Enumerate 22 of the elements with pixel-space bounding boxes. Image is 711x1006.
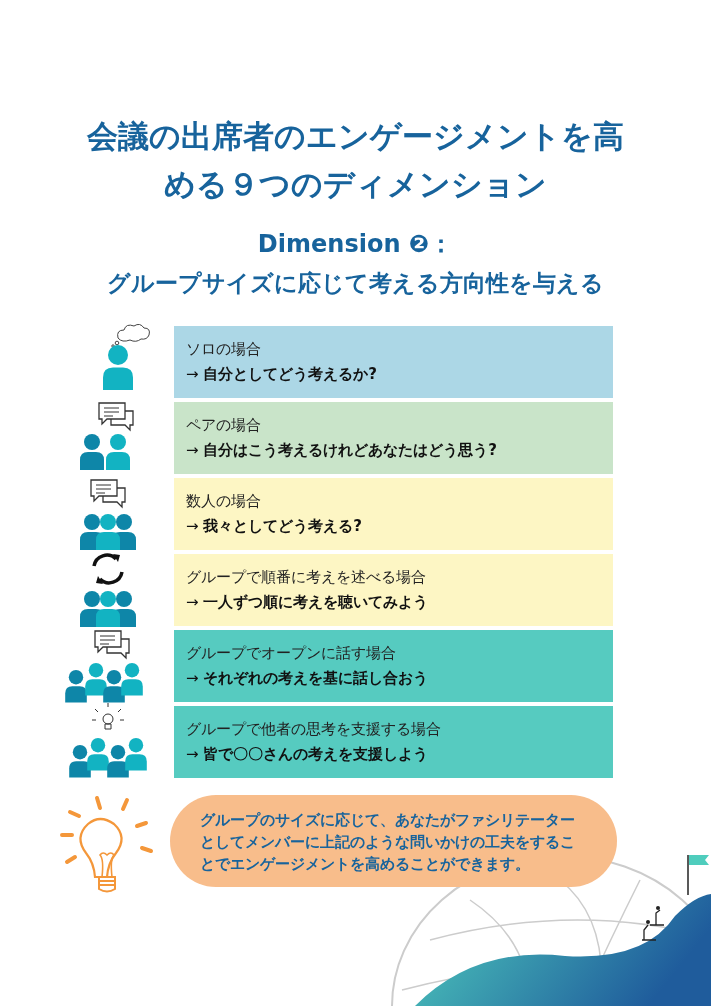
note-text: グループのサイズに応じて、あなたがファシリテーターとしてメンバーに上記のような問いかけの工夫をすることでエンゲージメントを高めることができます。 — [200, 811, 576, 874]
case-box — [174, 478, 613, 550]
title: 会議の出席者のエンゲージメントを高める９つのディメンション — [86, 117, 625, 204]
case-box — [174, 706, 613, 778]
case-box — [174, 630, 613, 702]
case-heading: グループで他者の思考を支援する場合 — [186, 720, 442, 739]
guiding-question: → それぞれの考えを基に話し合おう — [186, 669, 430, 688]
case-box — [174, 554, 613, 626]
case-heading: グループで順番に考えを述べる場合 — [186, 568, 427, 587]
case-box — [174, 326, 613, 398]
guiding-question: → 一人ずつ順に考えを聴いてみよう — [186, 593, 430, 612]
guiding-question: → 我々としてどう考える? — [186, 517, 364, 536]
case-heading: ペアの場合 — [186, 416, 262, 435]
guiding-question: → 皆で〇〇さんの考えを支援しよう — [186, 745, 430, 764]
case-box — [174, 402, 613, 474]
guiding-question: → 自分としてどう考えるか? — [186, 365, 379, 384]
case-heading: ソロの場合 — [186, 340, 262, 359]
guiding-question: → 自分はこう考えるけれどあなたはどう思う? — [186, 441, 499, 460]
case-heading: グループでオープンに話す場合 — [186, 644, 397, 663]
subtitle: グループサイズに応じて考える方向性を与える — [106, 269, 605, 298]
subtitle: Dimension ❷： — [256, 229, 455, 260]
case-heading: 数人の場合 — [186, 492, 262, 511]
